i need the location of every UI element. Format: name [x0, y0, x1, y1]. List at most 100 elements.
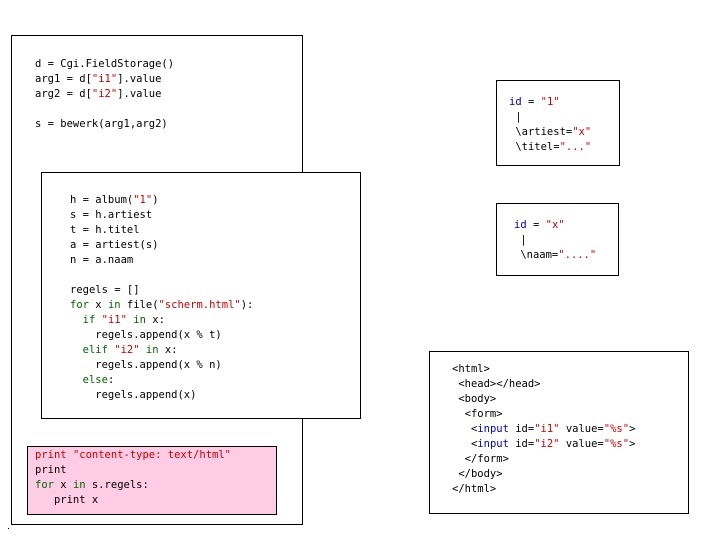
code-token: "i2": [534, 438, 560, 450]
code-token: id=: [508, 423, 535, 435]
code-token: "scherm.html": [158, 299, 241, 311]
code-token: "...": [559, 141, 592, 153]
code-token: s.regels:: [85, 479, 149, 491]
code-line: print "content-type: text/html": [35, 448, 231, 463]
code-line: elif "i2" in x:: [70, 343, 253, 358]
code-token: <head></head>: [452, 378, 541, 390]
code-line: regels.append(x % t): [70, 328, 253, 343]
code-line: [35, 102, 174, 117]
code-token: <html>: [452, 363, 490, 375]
code-token: in: [107, 299, 121, 311]
code-line: </html>: [452, 482, 635, 497]
code-token: ].value: [117, 88, 162, 100]
code-token: file(: [120, 299, 159, 311]
code-token: </form>: [452, 453, 509, 465]
code-token: value=: [559, 438, 604, 450]
code-token: "i1": [101, 314, 127, 326]
code-token: elif: [82, 344, 108, 356]
album-data-box: id = "1" | \artiest="x" \titel="...": [496, 80, 620, 166]
code-token: "1": [133, 194, 153, 206]
code-token: a = artiest(s): [70, 239, 159, 251]
code-line: |: [509, 110, 591, 125]
code-token: >: [629, 438, 636, 450]
code-token: "i1": [534, 423, 560, 435]
code-line: else:: [70, 373, 253, 388]
code-token: =: [521, 96, 541, 108]
code-token: "i2": [91, 88, 118, 100]
code-token: in: [145, 344, 159, 356]
code-token: :: [107, 374, 115, 386]
code-token: value=: [559, 423, 604, 435]
code-token: [70, 314, 83, 326]
html-template-code: <html> <head></head> <body> <form> <inpu…: [452, 362, 635, 497]
code-line: \titel="...": [509, 140, 591, 155]
code-token: id: [509, 96, 522, 108]
code-line: <input id="i1" value="%s">: [452, 422, 635, 437]
code-token: [70, 374, 83, 386]
code-line: </form>: [452, 452, 635, 467]
code-token: id: [514, 219, 527, 231]
html-template-box: <html> <head></head> <body> <form> <inpu…: [429, 351, 689, 514]
code-token: "content-type: text/html": [72, 449, 231, 461]
code-token: "%s": [603, 423, 630, 435]
code-token: >: [629, 423, 636, 435]
code-line: [70, 268, 253, 283]
code-line: |: [514, 233, 596, 248]
code-line: regels = []: [70, 283, 253, 298]
code-line: for x in file("scherm.html"):: [70, 298, 253, 313]
code-line: regels.append(x): [70, 388, 253, 403]
artiest-data-code: id = "x" | \naam="....": [514, 218, 596, 263]
code-line: s = h.artiest: [70, 208, 253, 223]
artiest-data-box: id = "x" | \naam="....": [496, 203, 619, 276]
code-token: regels.append(x % n): [70, 359, 222, 371]
code-line: d = Cgi.FieldStorage(): [35, 57, 174, 72]
code-line: a = artiest(s): [70, 238, 253, 253]
code-token: x: [53, 479, 73, 491]
code-token: "i1": [91, 73, 118, 85]
code-token: t = h.titel: [70, 224, 140, 236]
code-token: input: [477, 438, 509, 450]
code-token: </html>: [452, 483, 497, 495]
code-line: <body>: [452, 392, 635, 407]
code-token: \naam=: [514, 249, 559, 261]
code-token: regels = []: [70, 284, 140, 296]
code-line: id = "x": [514, 218, 596, 233]
code-token: else: [82, 374, 108, 386]
code-line: print: [35, 463, 231, 478]
code-token: regels.append(x % t): [70, 329, 222, 341]
code-token: in: [133, 314, 146, 326]
code-token: <: [452, 423, 478, 435]
code-line: <html>: [452, 362, 635, 377]
code-token: arg1 = d[: [35, 73, 92, 85]
code-token: \artiest=: [509, 126, 573, 138]
album-data-code: id = "1" | \artiest="x" \titel="...": [509, 95, 591, 155]
code-line: t = h.titel: [70, 223, 253, 238]
code-line: n = a.naam: [70, 253, 253, 268]
code-token: =: [526, 219, 546, 231]
code-line: h = album("1"): [70, 193, 253, 208]
code-line: for x in s.regels:: [35, 478, 231, 493]
code-token: x:: [145, 314, 165, 326]
code-token: h = album(: [70, 194, 134, 206]
code-line: <head></head>: [452, 377, 635, 392]
code-token: ].value: [117, 73, 162, 85]
code-token: print: [35, 464, 67, 476]
code-token: print x: [35, 494, 99, 506]
code-line: s = bewerk(arg1,arg2): [35, 117, 174, 132]
code-token: s = h.artiest: [70, 209, 153, 221]
code-token: in: [72, 479, 86, 491]
code-token: print: [35, 449, 73, 461]
code-line: \artiest="x": [509, 125, 591, 140]
code-token: ): [152, 194, 159, 206]
code-token: [70, 344, 83, 356]
code-line: <input id="i2" value="%s">: [452, 437, 635, 452]
code-line: arg2 = d["i2"].value: [35, 87, 174, 102]
code-token: x: [88, 299, 108, 311]
code-line: \naam="....": [514, 248, 596, 263]
code-token: regels.append(x): [70, 389, 197, 401]
code-token: for: [70, 299, 89, 311]
code-line: arg1 = d["i1"].value: [35, 72, 174, 87]
